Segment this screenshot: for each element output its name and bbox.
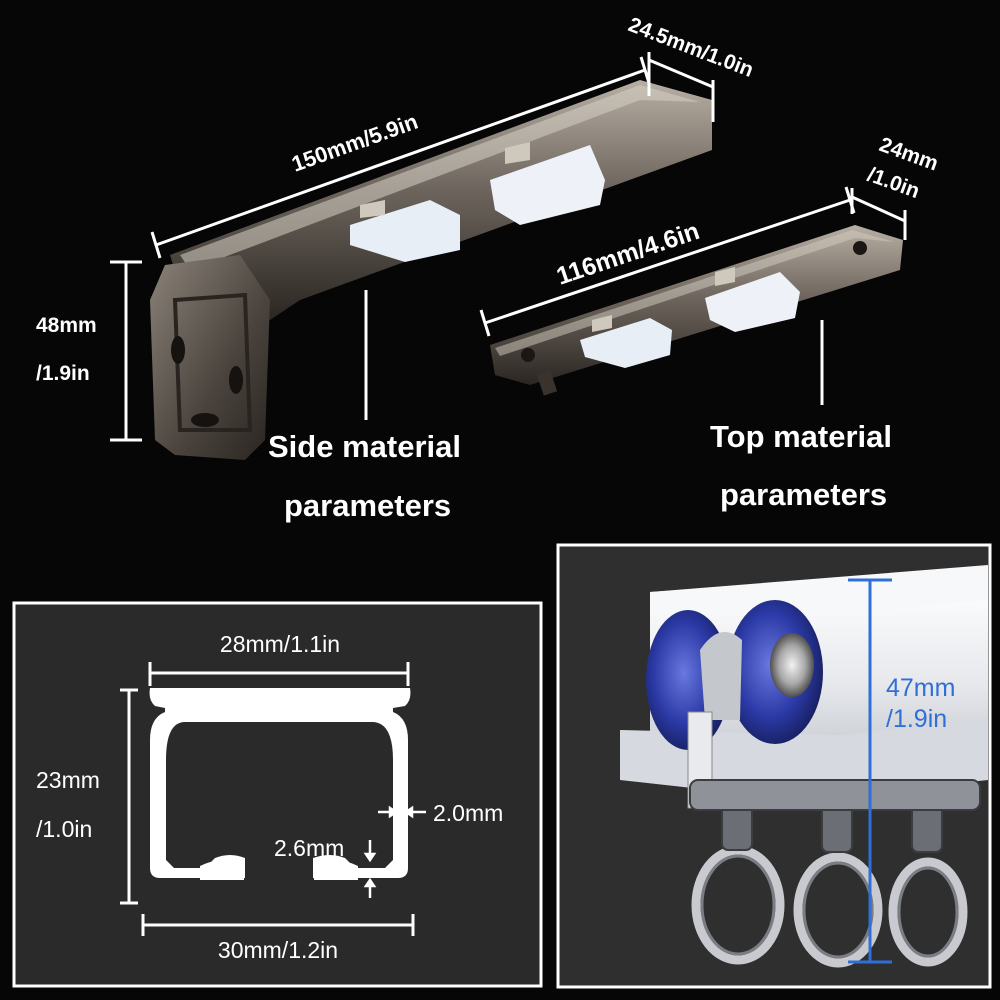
track-height-dimension: [848, 578, 892, 964]
track-photo-panel: 47mm /1.9in: [556, 543, 992, 989]
side-material-label-2: parameters: [284, 488, 451, 523]
screw-hole: [229, 366, 243, 394]
side-width-dimension: [647, 52, 715, 122]
profile-height-label-2: /1.0in: [36, 816, 92, 842]
side-height-label-2: /1.9in: [36, 362, 90, 385]
profile-height-label-1: 23mm: [36, 767, 100, 793]
side-material-label-1: Side material: [268, 429, 461, 464]
clip: [705, 272, 800, 332]
track-height-label-2: /1.9in: [886, 705, 947, 733]
track-height-label-1: 47mm: [886, 674, 955, 702]
profile-height-dimension: [120, 688, 138, 905]
screw-hole: [521, 348, 535, 362]
side-height-label-1: 48mm: [36, 314, 97, 337]
profile-bottom-width-label: 30mm/1.2in: [218, 937, 338, 963]
profile-slot-label: 2.6mm: [274, 835, 344, 861]
channel-profile: [149, 688, 411, 878]
profile-bottom-width-dimension: [141, 914, 415, 936]
top-width-label-2: /1.0in: [864, 163, 922, 203]
top-material-label-2: parameters: [720, 477, 887, 512]
top-length-label: 116mm/4.6in: [553, 217, 703, 291]
ring-swivels: [689, 779, 981, 853]
clip: [350, 200, 460, 262]
profile-wall-dimension: [378, 805, 426, 819]
screw-hole: [853, 241, 867, 255]
profile-panel-frame: [12, 601, 543, 988]
profile-top-width-label: 28mm/1.1in: [220, 631, 340, 657]
top-material-label-1: Top material: [710, 419, 892, 454]
profile-slot-dimension: [363, 840, 377, 898]
side-height-dimension: [110, 260, 142, 442]
screw-hole: [191, 413, 219, 427]
top-bracket-illustration: [490, 225, 903, 396]
profile-top-width-dimension: [148, 662, 410, 686]
screw-hole: [171, 336, 185, 364]
clip: [580, 318, 672, 368]
side-length-label: 150mm/5.9in: [288, 109, 421, 177]
bearing: [770, 633, 814, 697]
profile-cross-section-panel: [12, 601, 543, 988]
top-width-dimension: [850, 188, 907, 240]
side-bracket-illustration: [150, 80, 712, 460]
profile-wall-label: 2.0mm: [433, 800, 503, 826]
clip: [490, 145, 605, 225]
